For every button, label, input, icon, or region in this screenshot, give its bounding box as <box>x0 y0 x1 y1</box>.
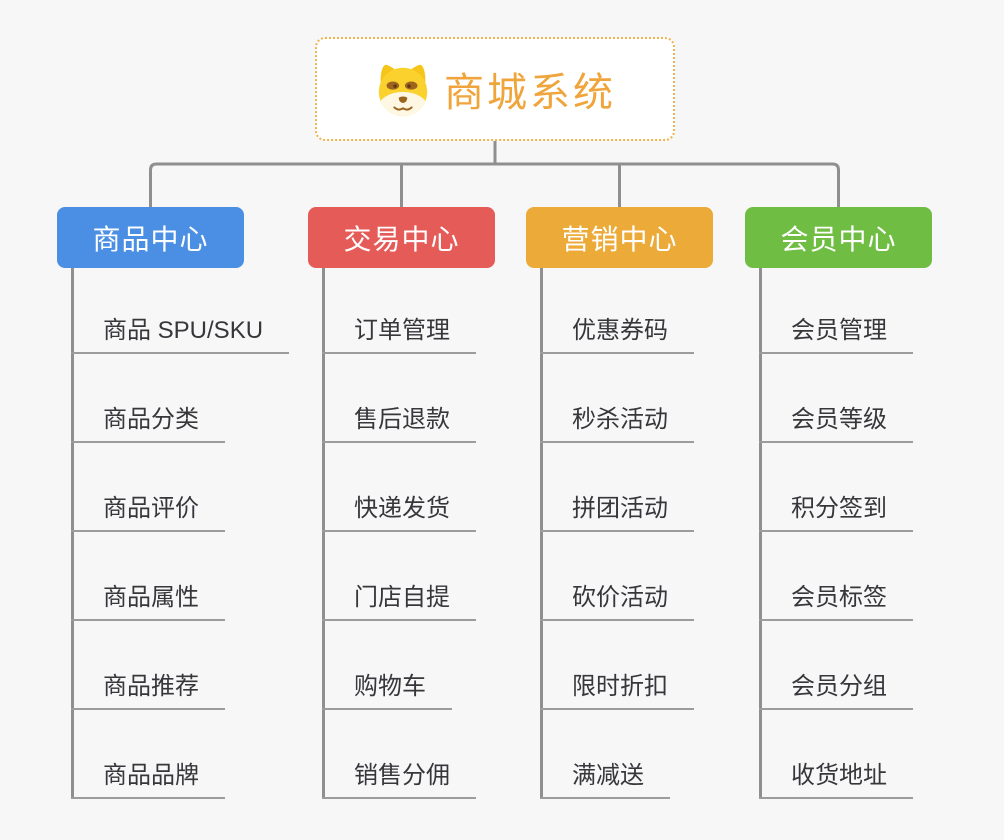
branch-items-trade-center: 订单管理售后退款快递发货门店自提购物车销售分佣 <box>322 0 562 840</box>
subtopic-item[interactable]: 积分签到 <box>759 496 913 532</box>
branch-items-marketing-center: 优惠券码秒杀活动拼团活动砍价活动限时折扣满减送 <box>540 0 780 840</box>
branch-node-trade-center[interactable]: 交易中心 <box>308 207 495 268</box>
subtopic-item[interactable]: 商品推荐 <box>71 674 225 710</box>
subtopic-item[interactable]: 收货地址 <box>759 763 913 799</box>
branch-items-product-center: 商品 SPU/SKU 商品分类商品评价商品属性商品推荐商品品牌 <box>71 0 311 840</box>
subtopic-item[interactable]: 优惠券码 <box>540 318 694 354</box>
subtopic-item[interactable]: 快递发货 <box>322 496 476 532</box>
subtopic-item[interactable]: 限时折扣 <box>540 674 694 710</box>
subtopic-item[interactable]: 会员分组 <box>759 674 913 710</box>
subtopic-item[interactable]: 商品属性 <box>71 585 225 621</box>
subtopic-item[interactable]: 商品分类 <box>71 407 225 443</box>
subtopic-item[interactable]: 秒杀活动 <box>540 407 694 443</box>
subtopic-item[interactable]: 销售分佣 <box>322 763 476 799</box>
branch-node-product-center[interactable]: 商品中心 <box>57 207 244 268</box>
branch-items-member-center: 会员管理会员等级积分签到会员标签会员分组收货地址 <box>759 0 999 840</box>
root-node-mall-system[interactable]: 商城系统 <box>315 37 675 141</box>
subtopic-item[interactable]: 商品评价 <box>71 496 225 532</box>
subtopic-item[interactable]: 商品品牌 <box>71 763 225 799</box>
subtopic-item[interactable]: 砍价活动 <box>540 585 694 621</box>
subtopic-item[interactable]: 满减送 <box>540 763 670 799</box>
subtopic-item[interactable]: 售后退款 <box>322 407 476 443</box>
subtopic-item[interactable]: 会员等级 <box>759 407 913 443</box>
branch-node-marketing-center[interactable]: 营销中心 <box>526 207 713 268</box>
subtopic-item[interactable]: 门店自提 <box>322 585 476 621</box>
subtopic-item[interactable]: 购物车 <box>322 674 452 710</box>
subtopic-item[interactable]: 订单管理 <box>322 318 476 354</box>
subtopic-item[interactable]: 会员管理 <box>759 318 913 354</box>
doge-face-icon <box>378 64 428 117</box>
subtopic-item[interactable]: 商品 SPU/SKU <box>71 318 290 354</box>
root-node-title: 商城系统 <box>444 71 616 115</box>
subtopic-item[interactable]: 拼团活动 <box>540 496 694 532</box>
branch-node-member-center[interactable]: 会员中心 <box>745 207 932 268</box>
subtopic-item[interactable]: 会员标签 <box>759 585 913 621</box>
